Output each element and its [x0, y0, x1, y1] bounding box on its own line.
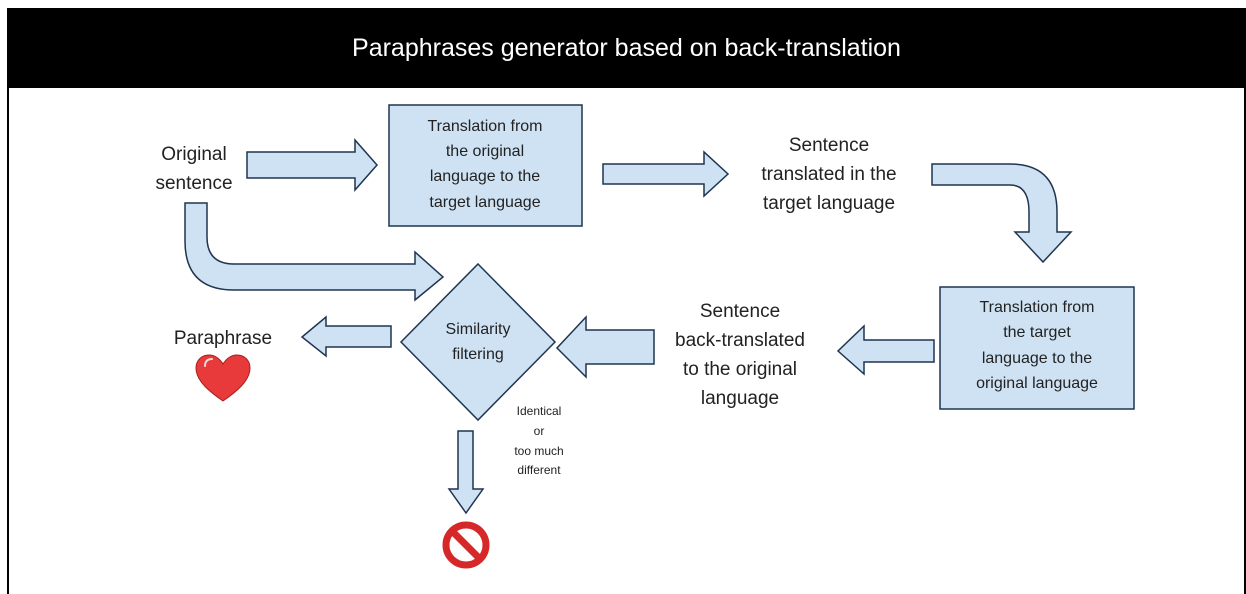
back-translated-line3: to the original: [683, 359, 797, 380]
translation-forward-box: [388, 104, 583, 227]
similarity-label-line2: filtering: [452, 346, 504, 363]
similarity-label-line1: Similarity: [446, 321, 511, 338]
translation-forward-line1: Translation from: [428, 118, 543, 135]
arrow-similarity-to-reject: [447, 430, 485, 515]
sentence-translated-line3: target language: [763, 193, 895, 214]
translation-forward-line4: target language: [429, 194, 540, 211]
similarity-filtering-diamond: [399, 262, 557, 422]
translation-back-line2: the target: [1003, 324, 1071, 341]
back-translated-line2: back-translated: [675, 330, 805, 351]
rejected-label-line1: Identical: [517, 404, 562, 418]
page-title-bar: Paraphrases generator based on back-tran…: [7, 8, 1246, 88]
original-sentence-label-line1: Original: [161, 144, 226, 165]
translation-back-line3: language to the: [982, 350, 1092, 367]
arrow-back-translation-to-sentence: [836, 324, 935, 376]
back-translated-line1: Sentence: [700, 301, 780, 322]
translation-back-line1: Translation from: [980, 299, 1095, 316]
translation-forward-line3: language to the: [430, 168, 540, 185]
arrow-original-to-translation: [246, 138, 378, 192]
translation-forward-line2: the original: [446, 143, 524, 160]
page-title: Paraphrases generator based on back-tran…: [352, 33, 901, 62]
paraphrase-label: Paraphrase: [174, 328, 272, 349]
arrow-sentence-to-similarity: [555, 315, 655, 379]
heart-icon: [195, 354, 251, 402]
rejected-label-line4: different: [517, 463, 561, 477]
arrow-translation-to-sentence: [602, 150, 730, 198]
original-sentence-label-line2: sentence: [155, 173, 232, 194]
no-entry-icon: [442, 521, 490, 569]
sentence-translated-line2: translated in the: [761, 164, 896, 185]
frame-right-border: [1244, 88, 1246, 594]
back-translated-line4: language: [701, 388, 779, 409]
arrow-original-to-similarity: [184, 202, 445, 302]
arrow-similarity-to-paraphrase: [300, 315, 392, 358]
rejected-label-line2: or: [534, 424, 545, 438]
translation-back-line4: original language: [976, 375, 1098, 392]
arrow-sentence-to-back-translation: [931, 163, 1073, 264]
rejected-label-line3: too much: [514, 444, 563, 458]
translation-back-box: [939, 286, 1135, 410]
sentence-translated-line1: Sentence: [789, 135, 869, 156]
frame-left-border: [7, 88, 9, 594]
